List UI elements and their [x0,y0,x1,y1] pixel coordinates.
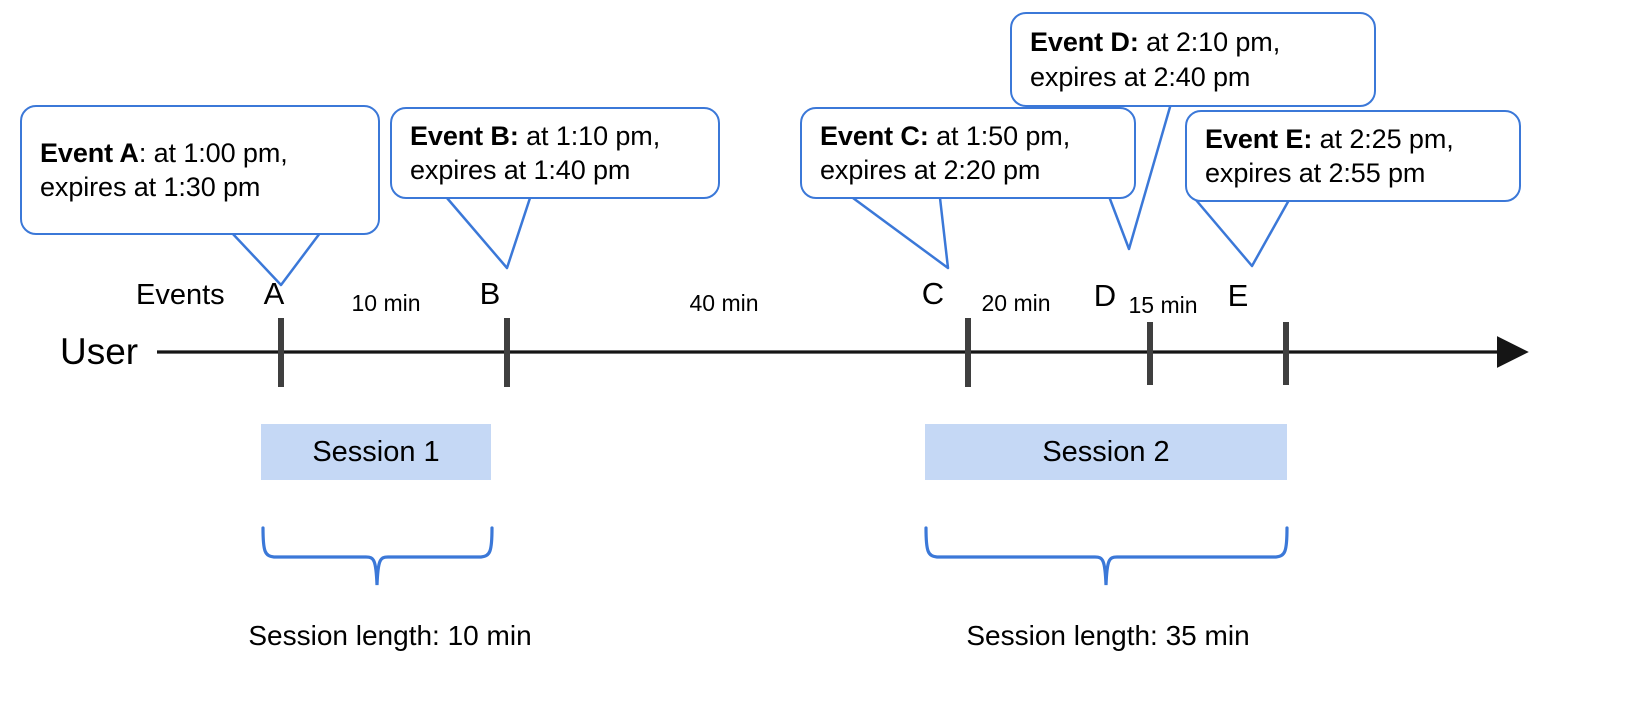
callout-tail-b [445,196,532,270]
callout-tail-c [851,196,950,270]
tick-label-b: B [479,276,501,311]
brace-session-2 [924,526,1289,586]
callout-body-a: at 1:00 pm, expires at 1:30 pm [40,137,288,202]
session-2-length-caption: Session length: 35 min [966,620,1250,651]
callout-sep-d [1139,27,1146,57]
callout-body-e: at 2:25 pm, expires at 2:55 pm [1205,123,1454,188]
callout-text-b: Event B: at 1:10 pm, expires at 1:40 pm [392,119,678,187]
interval-label-d-e: 15 min [1128,292,1198,318]
callout-lead-c: Event C: [820,120,929,151]
callout-event-e[interactable]: Event E: at 2:25 pm, expires at 2:55 pm [1185,110,1521,202]
callout-lead-d: Event D: [1030,27,1139,58]
axis-row-label-user: User [60,331,139,372]
callout-lead-b: Event B: [410,120,519,151]
callout-lead-e: Event E: [1205,123,1313,154]
callout-text-c: Event C: at 1:50 pm, expires at 2:20 pm [802,119,1088,187]
tick-label-e: E [1227,278,1249,313]
axis-events-label: Events [136,279,225,311]
tick-label-d: D [1093,278,1117,313]
session-bar-1[interactable]: Session 1 [261,424,491,480]
callout-sep-b [519,121,526,151]
callout-body-d: at 2:10 pm, expires at 2:40 pm [1030,27,1281,92]
callout-tail-e [1194,198,1291,268]
callout-event-a[interactable]: Event A: at 1:00 pm, expires at 1:30 pm [20,105,380,235]
session-bar-2-label: Session 2 [1042,435,1170,468]
interval-label-b-c: 40 min [689,290,759,316]
callout-lead-a: Event A [40,137,139,168]
callout-event-d[interactable]: Event D: at 2:10 pm, expires at 2:40 pm [1010,12,1376,107]
callout-text-e: Event E: at 2:25 pm, expires at 2:55 pm [1187,122,1472,190]
interval-label-a-b: 10 min [351,290,421,316]
callout-tail-a [230,231,322,287]
callout-sep-c [929,121,936,151]
session-bar-2[interactable]: Session 2 [925,424,1287,480]
callout-sep-a: : [138,137,154,168]
session-bar-1-label: Session 1 [312,435,440,468]
session-1-length-caption: Session length: 10 min [248,620,532,651]
brace-session-1 [261,526,494,586]
interval-label-c-d: 20 min [981,290,1051,316]
callout-event-b[interactable]: Event B: at 1:10 pm, expires at 1:40 pm [390,107,720,199]
callout-sep-e [1312,124,1319,154]
callout-body-c: at 1:50 pm, expires at 2:20 pm [820,120,1071,185]
callout-text-a: Event A: at 1:00 pm, expires at 1:30 pm [22,136,306,204]
callout-text-d: Event D: at 2:10 pm, expires at 2:40 pm [1012,25,1298,93]
tick-label-c: C [921,276,945,311]
callout-body-b: at 1:10 pm, expires at 1:40 pm [410,120,661,185]
callout-event-c[interactable]: Event C: at 1:50 pm, expires at 2:20 pm [800,107,1136,199]
